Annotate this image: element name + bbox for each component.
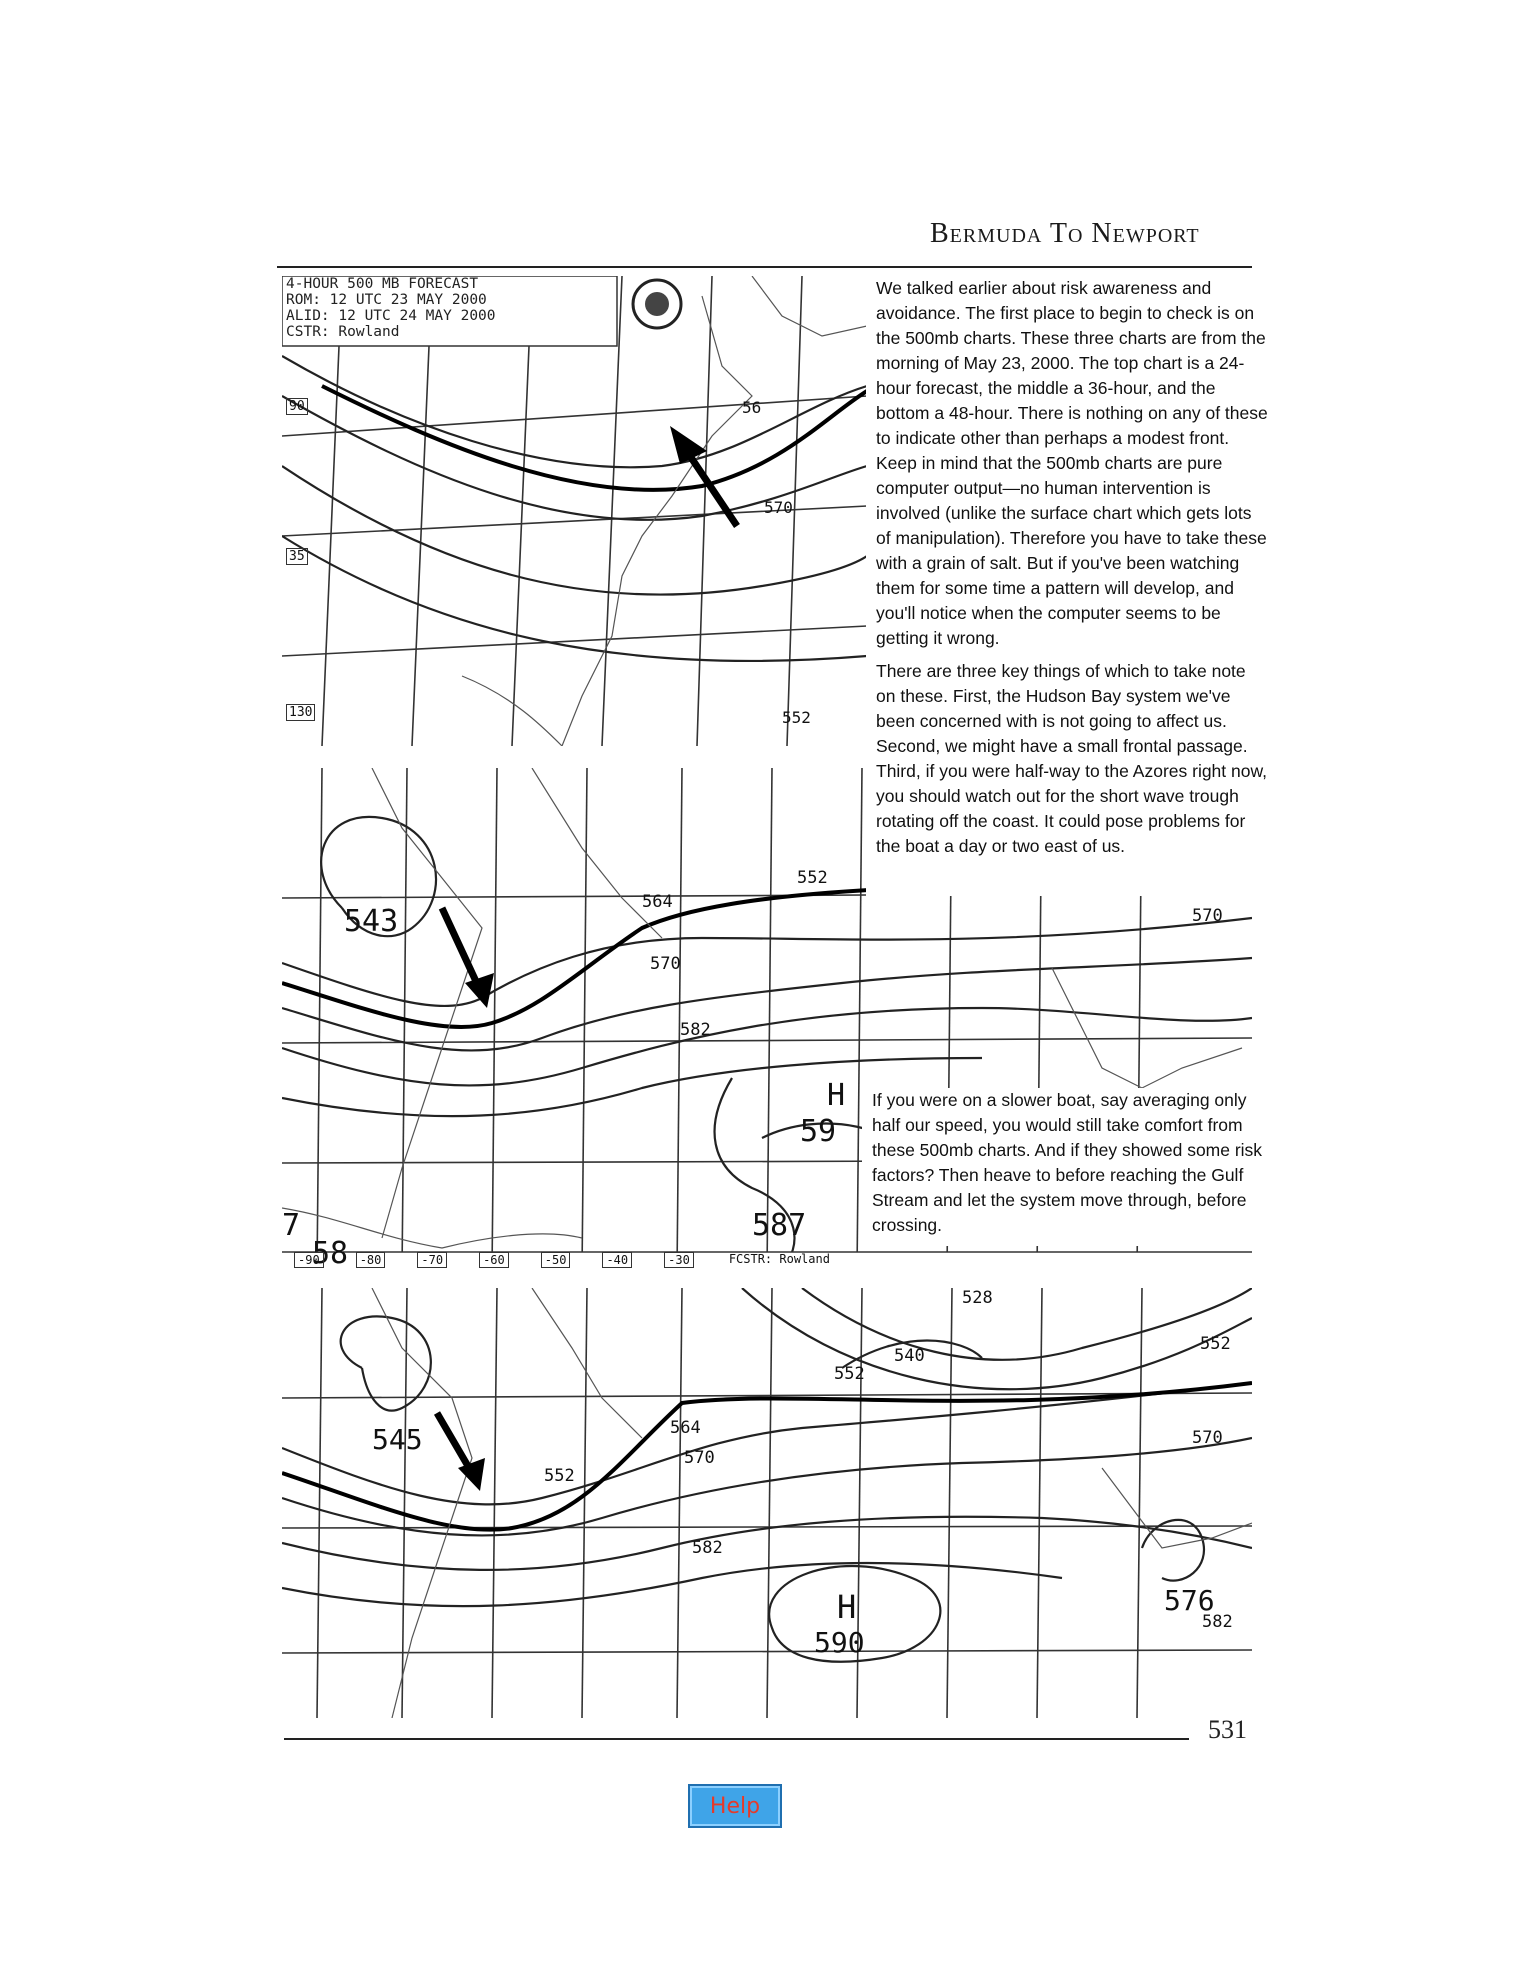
chart-label: 56	[742, 398, 762, 417]
chart-label: 587	[752, 1208, 807, 1243]
chart-label: 552	[797, 868, 828, 888]
help-button[interactable]: Help	[688, 1784, 782, 1828]
longitude-label: -30	[664, 1252, 694, 1268]
chart-caption-line: 4-HOUR 500 MB FORECAST	[286, 276, 479, 292]
forecaster-label: FCSTR: Rowland	[728, 1252, 830, 1266]
chart-label: 7	[282, 1208, 301, 1243]
chart-label: 35	[286, 548, 308, 565]
chart-label: 552	[1200, 1334, 1231, 1354]
chart-label: 570	[650, 954, 681, 974]
chart-label: 543	[344, 904, 399, 939]
chart-label: 540	[894, 1346, 925, 1366]
header-rule	[277, 266, 1252, 268]
chart-caption-line: ROM: 12 UTC 23 MAY 2000	[286, 292, 487, 308]
chart-label: 130	[286, 704, 316, 721]
chart-label: 570	[1192, 1428, 1223, 1448]
longitude-label: -40	[602, 1252, 633, 1268]
chart-label: 528	[962, 1288, 993, 1308]
longitude-label: -90	[294, 1252, 324, 1268]
sidebar-text-block: We talked earlier about risk awareness a…	[866, 276, 1268, 896]
chart-label: 570	[1192, 906, 1223, 926]
chart-label: 90	[286, 398, 308, 415]
chart-label: H	[837, 1588, 857, 1626]
chart-label: 582	[1202, 1612, 1233, 1632]
chart-caption-line: CSTR: Rowland	[286, 324, 400, 340]
chart-label: 552	[834, 1364, 865, 1384]
paragraph: If you were on a slower boat, say averag…	[872, 1090, 1263, 1235]
chart-24-hour-forecast: 4-HOUR 500 MB FORECAST ROM: 12 UTC 23 MA…	[282, 276, 867, 746]
chart-label: 570	[684, 1448, 715, 1468]
chart-label: 59	[800, 1114, 837, 1149]
chart-label: 576	[1164, 1584, 1215, 1617]
running-header: Bermuda To Newport	[930, 218, 1200, 249]
paragraph: There are three key things of which to t…	[876, 661, 1268, 856]
chart-label: 552	[544, 1466, 575, 1486]
chart-label: 552	[782, 708, 811, 727]
chart-label: 590	[814, 1626, 865, 1659]
chart-label: 564	[642, 892, 673, 912]
longitude-label: -60	[479, 1252, 509, 1268]
page-number: 531	[1208, 1715, 1247, 1744]
longitude-label: -70	[417, 1252, 448, 1268]
longitude-label: -50	[540, 1252, 571, 1268]
chart-48-hour-forecast: 528 540 552 564 570 545 552 582 570 552 …	[282, 1288, 1252, 1718]
chart-label: 58	[312, 1236, 349, 1271]
chart-label: H	[827, 1078, 846, 1113]
chart-caption-line: ALID: 12 UTC 24 MAY 2000	[286, 308, 496, 324]
chart-label: 570	[764, 498, 793, 517]
chart-label: 545	[372, 1423, 423, 1456]
chart-label: 582	[692, 1538, 723, 1558]
footer-rule	[284, 1738, 1189, 1740]
paragraph: We talked earlier about risk awareness a…	[876, 278, 1268, 648]
sidebar-text-block: If you were on a slower boat, say averag…	[862, 1088, 1264, 1246]
chart-label: 564	[670, 1418, 701, 1438]
longitude-label: -80	[355, 1252, 386, 1268]
chart-label: 582	[680, 1020, 711, 1040]
